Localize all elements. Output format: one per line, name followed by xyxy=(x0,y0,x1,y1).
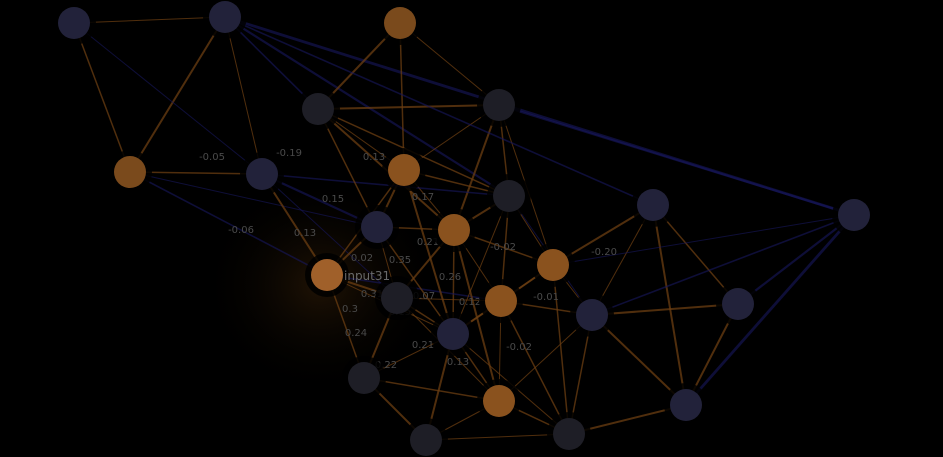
edge-weight-label: 0.26 xyxy=(439,272,461,283)
edge xyxy=(129,171,378,228)
edge-weight-label: 0.24 xyxy=(345,328,367,339)
edge-weight-label: -0.02 xyxy=(506,342,532,353)
edge-weight-label: -0.05 xyxy=(199,152,225,163)
node[interactable] xyxy=(483,385,515,417)
node[interactable] xyxy=(114,156,146,188)
edge-weight-label: -0.19 xyxy=(276,148,302,159)
edge xyxy=(498,103,855,217)
edge xyxy=(684,214,856,406)
edge-weight-label: -0.02 xyxy=(490,242,516,253)
edge-weight-label: 0.13 xyxy=(447,357,469,368)
edge-weight-label: 0.17 xyxy=(412,192,434,203)
node[interactable] xyxy=(384,7,416,39)
edge xyxy=(129,16,226,173)
edge xyxy=(73,22,263,175)
edge xyxy=(399,22,405,171)
node[interactable] xyxy=(410,424,442,456)
node[interactable] xyxy=(483,89,515,121)
edge xyxy=(591,214,855,316)
edge-weight-label: 0.21 xyxy=(417,237,439,248)
edge-weight-label: 0.35 xyxy=(389,255,411,266)
edge xyxy=(261,173,510,197)
edge xyxy=(224,16,263,175)
node[interactable] xyxy=(722,288,754,320)
node[interactable] xyxy=(553,418,585,450)
edge xyxy=(737,214,855,305)
edge-weight-label: -0.20 xyxy=(591,247,617,258)
edge xyxy=(363,377,500,402)
edge xyxy=(317,104,500,110)
edge xyxy=(652,204,687,406)
node[interactable] xyxy=(537,249,569,281)
node[interactable] xyxy=(576,299,608,331)
node[interactable] xyxy=(838,199,870,231)
edge xyxy=(224,16,510,197)
edge xyxy=(552,264,570,435)
node[interactable] xyxy=(361,211,393,243)
node[interactable] xyxy=(437,318,469,350)
edge-weight-label: 0.3 xyxy=(342,304,358,315)
edge xyxy=(452,195,510,335)
edge-weight-label: 0.22 xyxy=(375,360,397,371)
edge-weight-label: -0.01 xyxy=(533,292,559,303)
edge xyxy=(453,104,500,231)
node[interactable] xyxy=(348,362,380,394)
edge-weight-label: -0.06 xyxy=(228,225,254,236)
node-layer[interactable] xyxy=(52,0,876,457)
node[interactable] xyxy=(637,189,669,221)
edge xyxy=(425,433,570,441)
edge-weight-label: 0.12 xyxy=(459,297,481,308)
edge-weight-label: 0.13 xyxy=(363,152,385,163)
edge xyxy=(73,22,131,173)
node[interactable] xyxy=(493,180,525,212)
edge-weight-label: 0.02 xyxy=(351,253,373,264)
node[interactable] xyxy=(381,282,413,314)
edge xyxy=(224,16,654,206)
edge xyxy=(453,229,500,402)
node-input31[interactable] xyxy=(311,259,343,291)
edge xyxy=(129,171,263,175)
edge-weight-label: 0.07 xyxy=(413,291,435,302)
node[interactable] xyxy=(485,285,517,317)
node[interactable] xyxy=(246,158,278,190)
edge-weight-label: 0.13 xyxy=(294,228,316,239)
highlighted-node-label: input31 xyxy=(344,269,390,283)
edge xyxy=(129,171,328,276)
edge xyxy=(261,173,398,299)
edge xyxy=(403,169,454,335)
node[interactable] xyxy=(58,7,90,39)
node[interactable] xyxy=(670,389,702,421)
edge xyxy=(591,303,739,316)
edge-weight-label: 0.31 xyxy=(361,289,383,300)
node[interactable] xyxy=(302,93,334,125)
node[interactable] xyxy=(438,214,470,246)
edge xyxy=(552,214,855,266)
edge-weight-label: 0.21 xyxy=(412,340,434,351)
edge xyxy=(73,16,226,24)
edge-weight-label: 0.15 xyxy=(322,194,344,205)
node[interactable] xyxy=(209,1,241,33)
node[interactable] xyxy=(388,154,420,186)
